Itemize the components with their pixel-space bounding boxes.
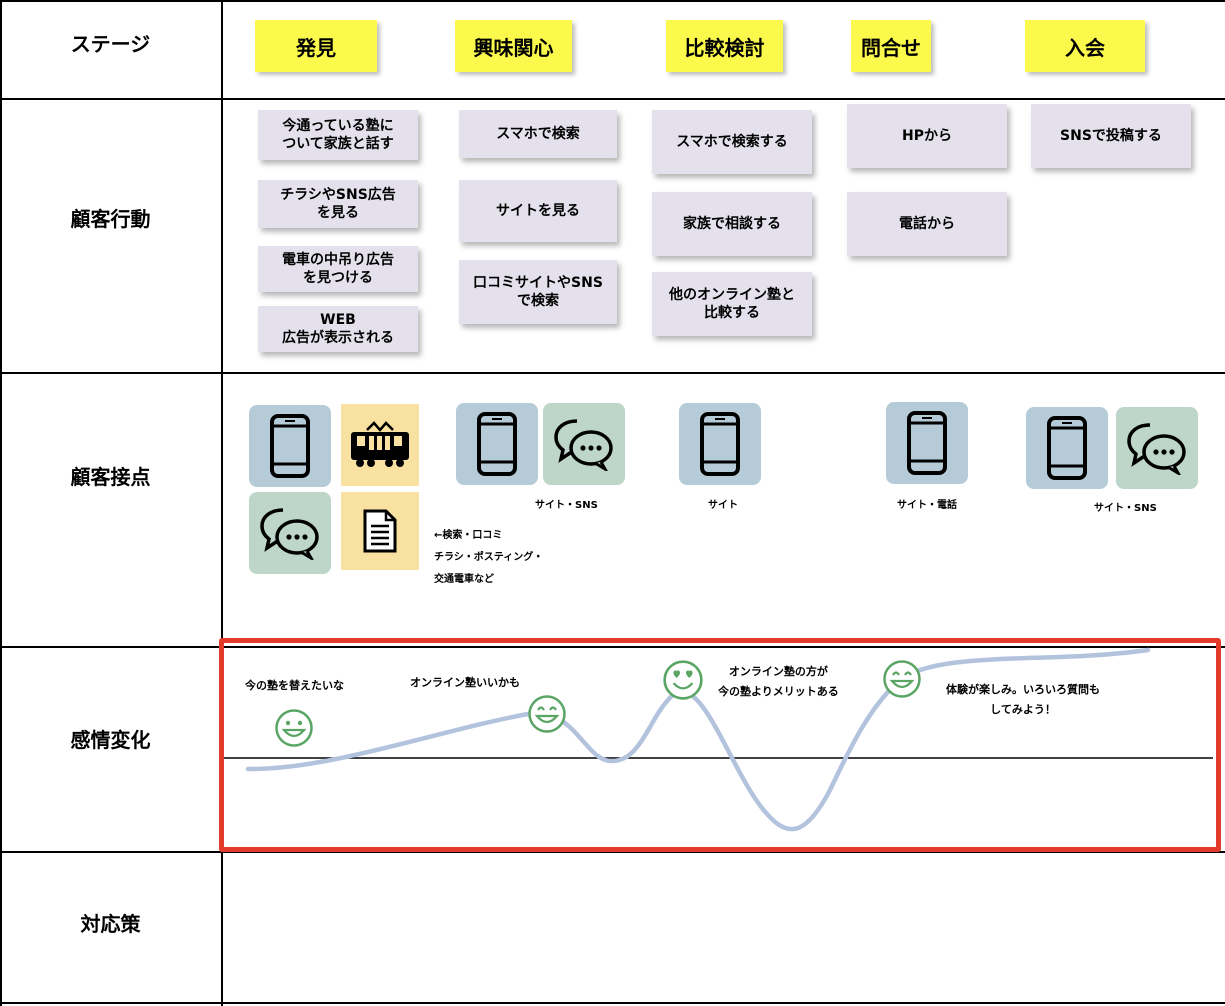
emotion-label: オンライン塾の方が 今の塾よりメリットある — [718, 665, 839, 698]
grid-line-stage — [0, 98, 1225, 100]
action-card: 今通っている塾に ついて家族と話す — [258, 110, 418, 160]
action-card: スマホで検索 — [459, 110, 617, 158]
tile-document — [341, 492, 419, 570]
grid-line-left — [0, 0, 2, 1006]
action-card: 他のオンライン塾と 比較する — [652, 272, 812, 336]
chat-bubbles-icon — [260, 508, 319, 560]
action-card: SNSで投稿する — [1031, 104, 1191, 168]
tile-phone — [456, 403, 538, 485]
action-card: 電車の中吊り広告 を見つける — [258, 246, 418, 292]
smartphone-icon — [907, 411, 947, 475]
grid-line-label-column — [221, 0, 223, 1006]
grid-line-touchpoint — [0, 646, 1225, 648]
emotion-label: オンライン塾いいかも — [410, 676, 520, 689]
grid-line-bottom — [0, 1002, 1225, 1004]
stage-discover: 発見 — [255, 20, 377, 72]
stage-enroll: 入会 — [1025, 20, 1145, 72]
tile-chat — [1116, 407, 1198, 489]
emotion-label: 今の塾を替えたいな — [245, 679, 344, 692]
smiley-face-icon — [883, 660, 921, 698]
row-label-action: 顧客行動 — [70, 207, 151, 231]
stage-interest: 興味関心 — [455, 20, 572, 72]
smiley-face-icon — [275, 709, 313, 747]
chat-bubbles-icon — [1127, 423, 1186, 475]
row-label-touchpoint: 顧客接点 — [70, 465, 151, 489]
row-label-emotion: 感情変化 — [70, 728, 151, 752]
tile-phone — [679, 403, 761, 485]
tile-phone — [886, 402, 968, 484]
train-icon — [351, 421, 409, 467]
grid-line-emotion — [0, 851, 1225, 853]
emotion-label: 体験が楽しみ。いろいろ質問も してみよう！ — [946, 683, 1100, 716]
heart-eyes-face-icon — [663, 660, 703, 700]
action-card: 家族で相談する — [652, 192, 812, 256]
touchpoint-label: サイト・SNS — [1094, 503, 1157, 514]
stage-compare: 比較検討 — [666, 20, 783, 72]
smartphone-icon — [700, 412, 740, 476]
tile-phone — [1026, 407, 1108, 489]
row-label-countermeasure: 対応策 — [80, 912, 141, 936]
stage-inquiry: 問合せ — [851, 20, 931, 72]
smartphone-icon — [1047, 416, 1087, 480]
grid-line-action — [0, 372, 1225, 374]
smartphone-icon — [477, 412, 517, 476]
action-card: スマホで検索する — [652, 110, 812, 174]
chat-bubbles-icon — [554, 419, 613, 471]
action-card: 電話から — [847, 192, 1007, 256]
tile-chat — [543, 403, 625, 485]
tile-chat — [249, 492, 331, 574]
tile-train — [341, 404, 419, 486]
touchpoint-label: サイト — [708, 500, 738, 511]
tile-phone — [249, 405, 331, 487]
action-card: チラシやSNS広告 を見る — [258, 180, 418, 228]
touchpoint-label: サイト・電話 — [897, 500, 957, 511]
action-card: WEB 広告が表示される — [258, 306, 418, 352]
emotion-highlight-frame — [219, 638, 1221, 852]
smartphone-icon — [270, 414, 310, 478]
document-icon — [363, 509, 397, 553]
touchpoint-note: ←検索・口コミ チラシ・ポスティング・ 交通電車など — [434, 530, 544, 585]
touchpoint-label: サイト・SNS — [535, 500, 598, 511]
smiley-face-icon — [528, 695, 566, 733]
action-card: HPから — [847, 104, 1007, 168]
row-label-stage: ステージ — [70, 32, 151, 56]
grid-line-top — [0, 0, 1225, 2]
action-card: 口コミサイトやSNS で検索 — [459, 260, 617, 324]
action-card: サイトを見る — [459, 180, 617, 242]
